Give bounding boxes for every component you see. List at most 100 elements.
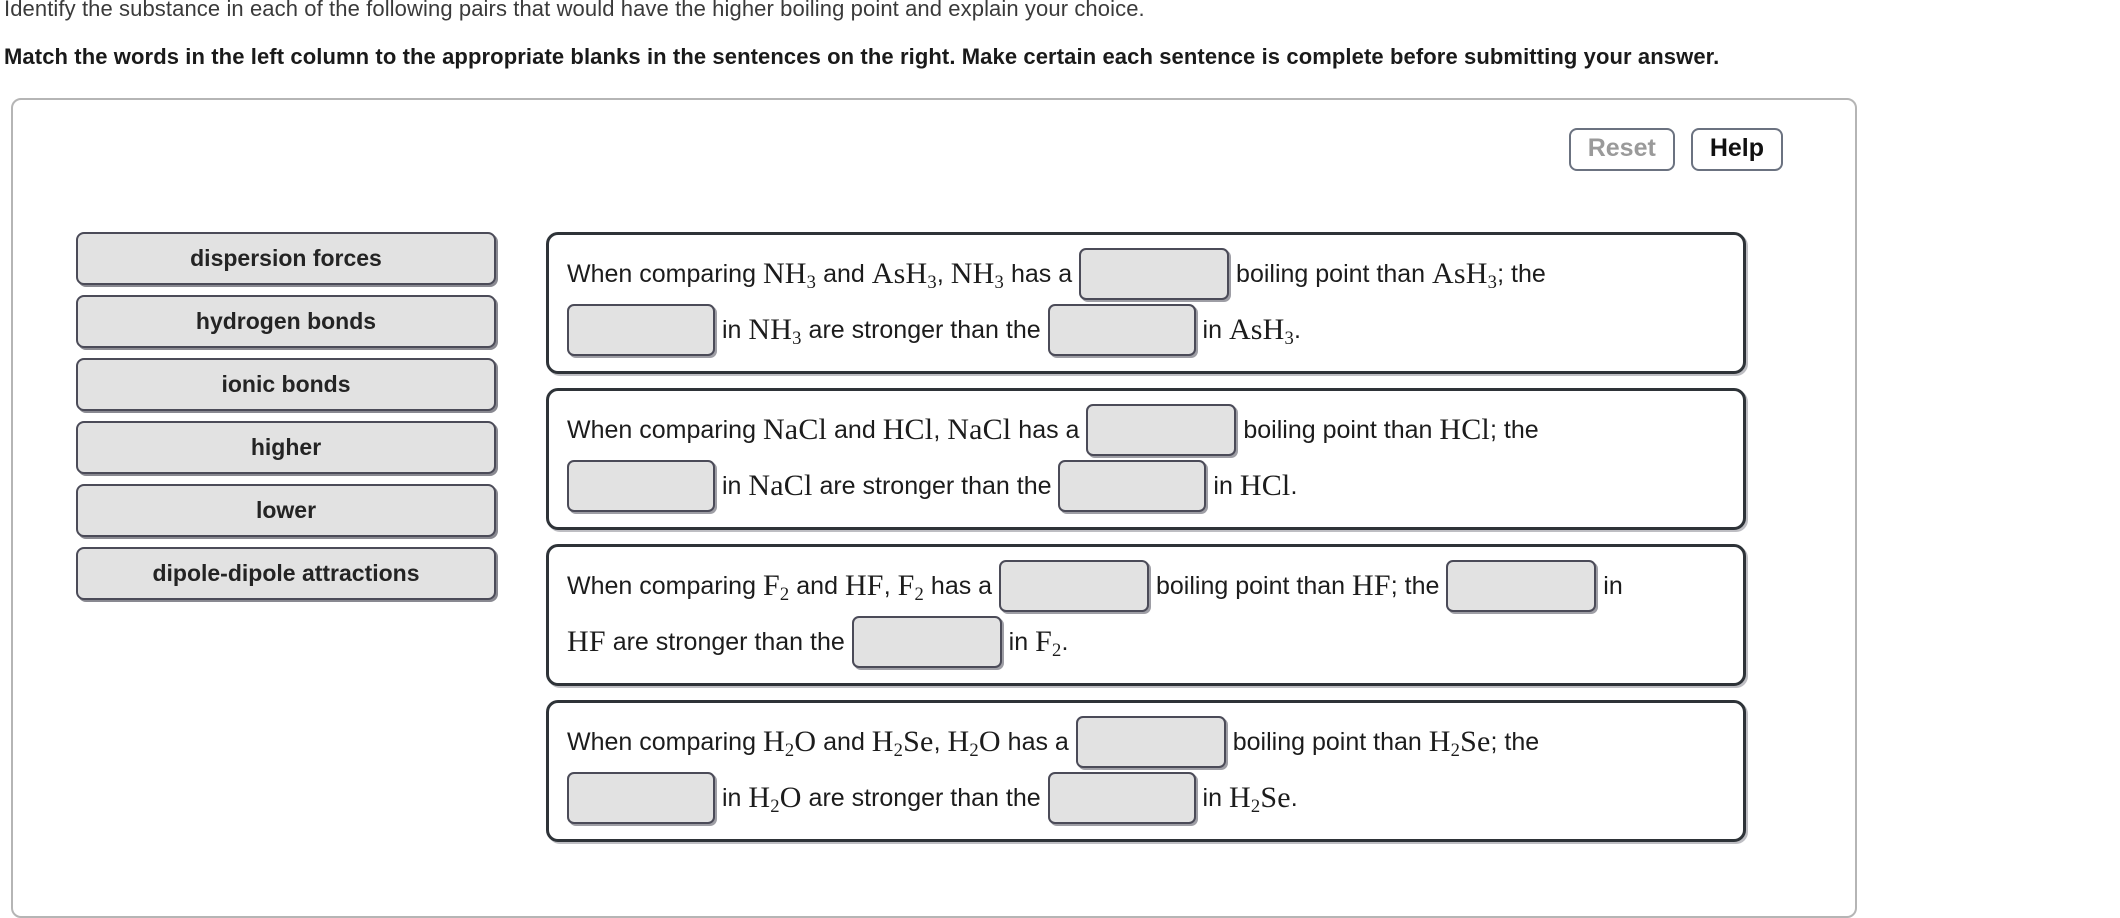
activity-toolbar: Reset Help — [1568, 128, 1783, 171]
sentence-line: When comparing H2O and H2Se, H2O has a b… — [567, 716, 1725, 768]
chemical-formula: NH3 — [762, 257, 817, 294]
word-tile-label: lower — [255, 497, 317, 523]
word-tile-label: ionic bonds — [221, 371, 351, 397]
answer-blank[interactable] — [567, 460, 715, 512]
word-tile[interactable]: ionic bonds — [76, 358, 496, 411]
word-tile[interactable]: hydrogen bonds — [76, 295, 496, 348]
chemical-formula: NaCl — [947, 413, 1012, 446]
chemical-formula: F2 — [762, 569, 790, 606]
answer-blank[interactable] — [1086, 404, 1237, 456]
sentence-text: in — [1195, 316, 1229, 344]
answer-blank[interactable] — [1058, 460, 1207, 512]
chemical-formula: HF — [1351, 569, 1391, 602]
sentence-text: ; the — [1489, 416, 1539, 444]
sentence-line: When comparing NH3 and AsH3, NH3 has a b… — [567, 248, 1725, 300]
chemical-formula: AsH3 — [1228, 313, 1295, 350]
answer-blank[interactable] — [1047, 304, 1196, 356]
chemical-formula: H2Se — [1228, 781, 1291, 818]
chemical-formula: F2 — [1035, 625, 1062, 662]
sentence-text: and — [816, 260, 872, 288]
sentence-text: are stronger than the — [812, 472, 1059, 500]
sentence-text: boiling point than — [1225, 728, 1429, 756]
sentence-text: boiling point than — [1229, 260, 1433, 288]
word-tile-label: dispersion forces — [190, 245, 382, 271]
sentence-text: are stronger than the — [801, 784, 1048, 812]
word-tile[interactable]: higher — [76, 421, 496, 474]
sentence-text: in — [1596, 572, 1623, 600]
chemical-formula: H2O — [762, 725, 817, 762]
sentence-text: boiling point than — [1236, 416, 1440, 444]
sentence-card: When comparing NaCl and HCl, NaCl has a … — [546, 388, 1746, 530]
chemical-formula: AsH3 — [871, 257, 937, 294]
word-tile[interactable]: dipole-dipole attractions — [76, 547, 496, 600]
chemical-formula: HF — [844, 569, 884, 602]
sentence-text: When comparing — [567, 416, 763, 444]
answer-blank[interactable] — [1075, 716, 1226, 768]
sentence-text: has a — [1000, 728, 1076, 756]
chemical-formula: NaCl — [762, 413, 828, 446]
answer-blank[interactable] — [1079, 248, 1230, 300]
sentence-text: When comparing — [567, 572, 763, 600]
matching-activity-panel: Reset Help dispersion forces hydrogen bon… — [11, 98, 1857, 918]
sentence-text: and — [789, 572, 845, 600]
instruction-text-primary: Identify the substance in each of the fo… — [4, 0, 1145, 21]
sentence-line: in H2O are stronger than the in H2Se. — [567, 772, 1725, 824]
answer-blank[interactable] — [1047, 772, 1196, 824]
word-bank: dispersion forces hydrogen bonds ionic bon… — [76, 232, 496, 610]
word-tile-label: dipole-dipole attractions — [152, 560, 420, 586]
answer-blank[interactable] — [851, 616, 1002, 668]
sentence-text: . — [1294, 316, 1301, 344]
sentence-text: , — [883, 572, 898, 600]
sentence-text: in — [715, 316, 749, 344]
chemical-formula: HF — [567, 625, 606, 658]
word-tile-label: hydrogen bonds — [195, 308, 377, 334]
sentence-list: When comparing NH3 and AsH3, NH3 has a b… — [546, 232, 1746, 856]
sentence-text: in — [715, 472, 749, 500]
chemical-formula: H2O — [748, 781, 802, 818]
reset-button[interactable]: Reset — [1568, 128, 1675, 171]
sentence-text: ; the — [1490, 728, 1540, 756]
sentence-text: in — [1001, 628, 1036, 656]
chemical-formula: NH3 — [950, 257, 1005, 294]
sentence-line: HF are stronger than the in F2. — [567, 616, 1725, 668]
help-button[interactable]: Help — [1690, 128, 1783, 171]
sentence-card: When comparing F2 and HF, F2 has a boili… — [546, 544, 1746, 686]
answer-blank[interactable] — [567, 304, 715, 356]
answer-blank[interactable] — [999, 560, 1150, 612]
sentence-text: , — [936, 260, 951, 288]
sentence-text: in — [1195, 784, 1229, 812]
sentence-text: in — [715, 784, 749, 812]
sentence-text: . — [1290, 784, 1298, 812]
sentence-text: ; the — [1390, 572, 1447, 600]
chemical-formula: NH3 — [748, 313, 802, 350]
sentence-text: has a — [1004, 260, 1080, 288]
answer-blank[interactable] — [567, 772, 715, 824]
chemical-formula: HCl — [1239, 469, 1291, 502]
sentence-text: When comparing — [567, 728, 763, 756]
sentence-text: boiling point than — [1149, 572, 1352, 600]
sentence-text: are stronger than the — [605, 628, 852, 656]
sentence-card: When comparing H2O and H2Se, H2O has a b… — [546, 700, 1746, 842]
sentence-text: . — [1290, 472, 1298, 500]
chemical-formula: H2O — [947, 725, 1001, 762]
sentence-text: and — [827, 416, 883, 444]
sentence-text: When comparing — [567, 260, 763, 288]
answer-blank[interactable] — [1446, 560, 1597, 612]
sentence-line: in NaCl are stronger than the in HCl. — [567, 460, 1725, 512]
chemical-formula: H2Se — [1428, 725, 1491, 762]
word-tile[interactable]: lower — [76, 484, 496, 537]
sentence-line: When comparing NaCl and HCl, NaCl has a … — [567, 404, 1725, 456]
sentence-line: in NH3 are stronger than the in AsH3. — [567, 304, 1725, 356]
chemical-formula: AsH3 — [1432, 257, 1498, 294]
sentence-text: has a — [1011, 416, 1087, 444]
chemical-formula: HCl — [1439, 413, 1490, 446]
sentence-line: When comparing F2 and HF, F2 has a boili… — [567, 560, 1725, 612]
sentence-text: ; the — [1497, 260, 1546, 288]
chemical-formula: NaCl — [748, 469, 813, 502]
sentence-text: . — [1061, 628, 1069, 656]
chemical-formula: H2Se — [871, 725, 934, 762]
word-tile-label: higher — [250, 434, 322, 460]
sentence-text: has a — [923, 572, 1000, 600]
word-tile[interactable]: dispersion forces — [76, 232, 496, 285]
chemical-formula: F2 — [897, 569, 924, 606]
